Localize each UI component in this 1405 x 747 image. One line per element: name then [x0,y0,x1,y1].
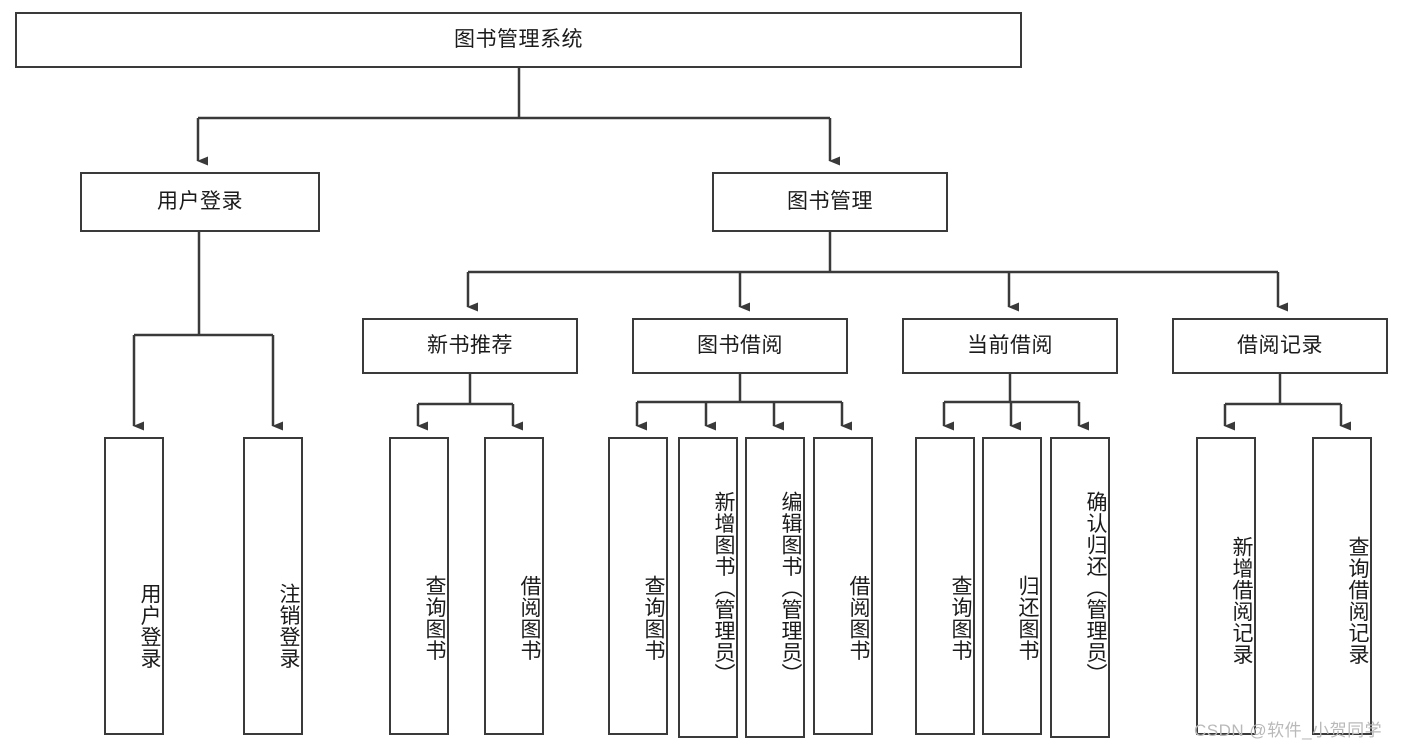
leaf-current-borrow-return[interactable]: 归还图书 [982,437,1042,735]
leaf-new-book-query[interactable]: 查询图书 [389,437,449,735]
node-label: 编辑图书（管理员） [779,490,802,685]
node-label: 注销登录 [277,583,300,669]
node-label: 确认归还（管理员） [1084,490,1107,685]
node-root-book-management-system[interactable]: 图书管理系统 [15,12,1022,68]
node-label: 新增借阅记录 [1230,535,1253,665]
leaf-borrow-record-query[interactable]: 查询借阅记录 [1312,437,1372,735]
leaf-user-login-signin[interactable]: 用户登录 [104,437,164,735]
node-label: 新增图书（管理员） [712,490,735,685]
node-new-book-recommend[interactable]: 新书推荐 [362,318,578,374]
node-label: 新书推荐 [427,334,513,358]
watermark-text: CSDN @软件_小贺同学 [1194,721,1383,740]
leaf-current-borrow-confirm-admin[interactable]: 确认归还（管理员） [1050,437,1110,738]
node-current-borrow[interactable]: 当前借阅 [902,318,1118,374]
node-label: 图书借阅 [697,334,783,358]
leaf-book-borrow-edit-admin[interactable]: 编辑图书（管理员） [745,437,805,738]
node-label: 查询借阅记录 [1346,535,1369,665]
leaf-user-login-signout[interactable]: 注销登录 [243,437,303,735]
node-label: 图书管理 [787,190,873,214]
node-label: 查询图书 [423,575,446,661]
node-label: 用户登录 [157,190,243,214]
node-label: 图书管理系统 [454,28,583,52]
leaf-new-book-borrow[interactable]: 借阅图书 [484,437,544,735]
node-borrow-record[interactable]: 借阅记录 [1172,318,1388,374]
leaf-current-borrow-query[interactable]: 查询图书 [915,437,975,735]
node-user-login[interactable]: 用户登录 [80,172,320,232]
leaf-book-borrow-borrow[interactable]: 借阅图书 [813,437,873,735]
leaf-book-borrow-add-admin[interactable]: 新增图书（管理员） [678,437,738,738]
node-label: 借阅图书 [847,575,870,661]
node-label: 归还图书 [1016,575,1039,661]
node-label: 借阅图书 [518,575,541,661]
leaf-book-borrow-query[interactable]: 查询图书 [608,437,668,735]
node-label: 查询图书 [642,575,665,661]
leaf-borrow-record-add[interactable]: 新增借阅记录 [1196,437,1256,735]
node-label: 当前借阅 [967,334,1053,358]
node-book-management[interactable]: 图书管理 [712,172,948,232]
node-book-borrow[interactable]: 图书借阅 [632,318,848,374]
node-label: 查询图书 [949,575,972,661]
node-label: 用户登录 [138,583,161,669]
node-label: 借阅记录 [1237,334,1323,358]
